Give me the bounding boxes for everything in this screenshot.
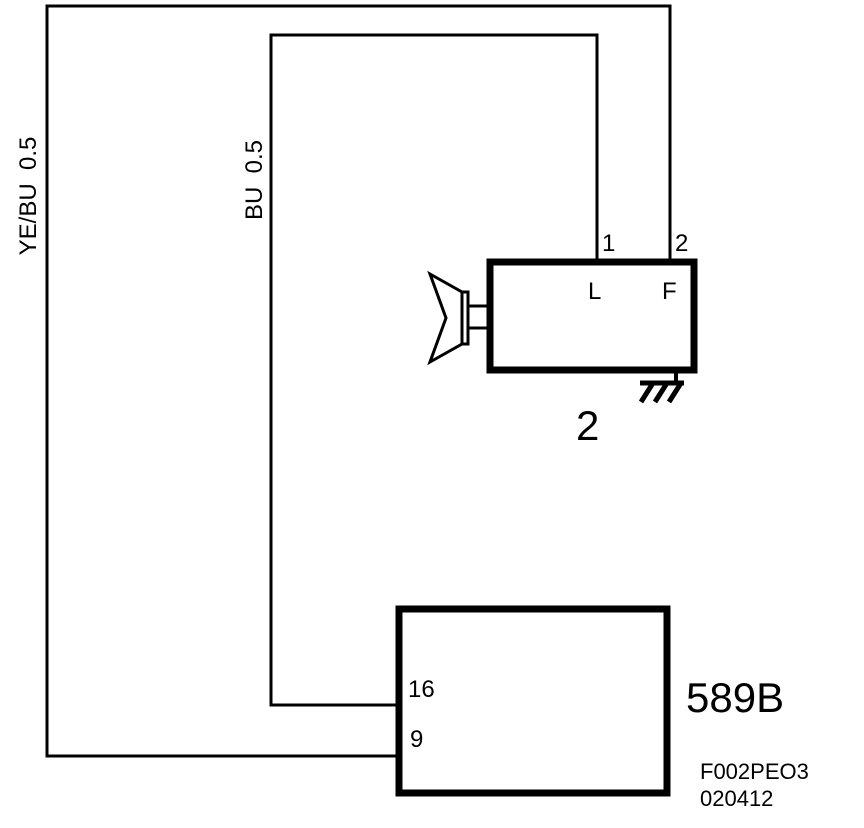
- component-589b-box: [395, 605, 671, 797]
- pin-1-number: 1: [602, 230, 615, 257]
- pin-16-number: 16: [408, 676, 435, 703]
- figure-code-line-2: 020412: [700, 786, 773, 811]
- horn-icon: [427, 270, 492, 366]
- pin-f-name: F: [662, 278, 677, 305]
- component-589b-designator: 589B: [686, 674, 784, 721]
- ground-icon: [638, 370, 684, 404]
- pin-l-name: L: [588, 278, 601, 305]
- wire-ye-bu: [45, 4, 672, 758]
- component-589b: 16 9 589B: [395, 605, 784, 797]
- pin-9-number: 9: [410, 726, 423, 753]
- pin-2-number: 2: [675, 230, 688, 257]
- wire-bu: [269, 33, 599, 707]
- component-2-designator: 2: [576, 402, 599, 449]
- wire-label-bu: BU 0.5: [241, 140, 268, 220]
- component-2: 1 2 L F 2: [427, 230, 698, 449]
- figure-code-line-1: F002PEO3: [700, 759, 809, 784]
- wire-label-ye-bu: YE/BU 0.5: [15, 137, 42, 256]
